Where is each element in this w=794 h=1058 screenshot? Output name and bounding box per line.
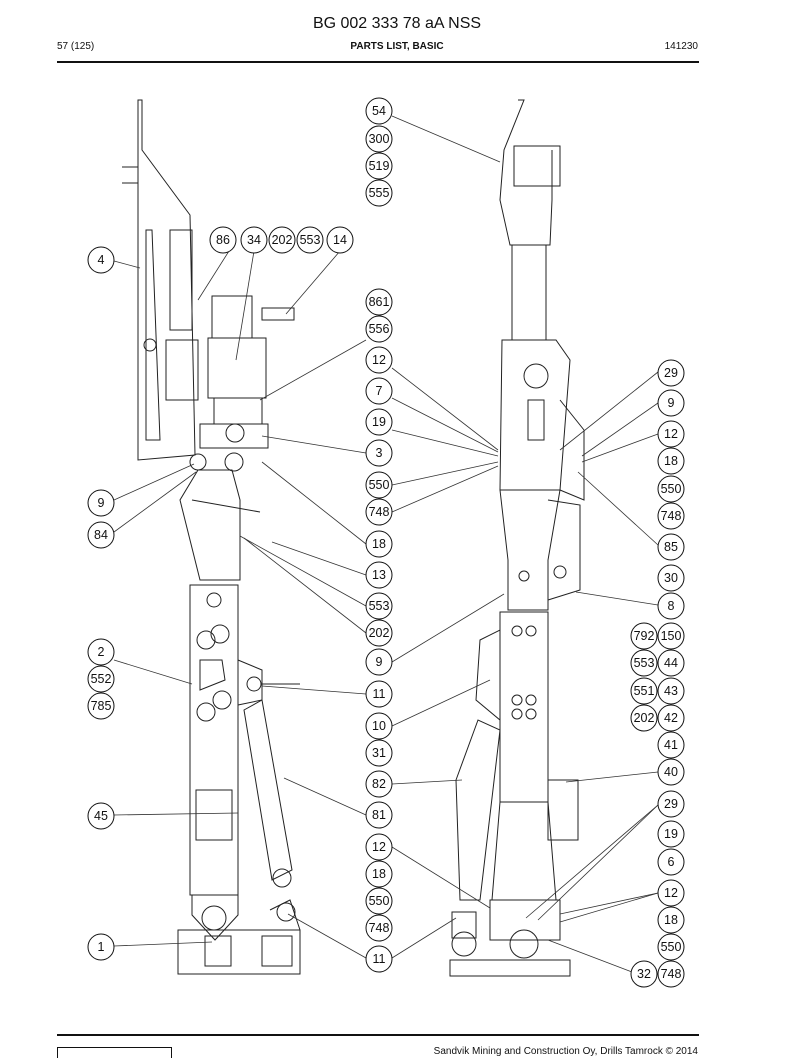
callout-label: 43 xyxy=(664,684,678,698)
callout-circles xyxy=(87,97,685,988)
callout-label: 519 xyxy=(369,159,390,173)
callout-label: 555 xyxy=(369,186,390,200)
callout-label: 14 xyxy=(333,233,347,247)
callout-label: 550 xyxy=(369,894,390,908)
callout-label: 550 xyxy=(661,482,682,496)
callout-label: 553 xyxy=(369,599,390,613)
callout-label: 34 xyxy=(247,233,261,247)
callout-label: 11 xyxy=(373,952,386,966)
callout-label: 85 xyxy=(664,540,678,554)
left-boom-assembly xyxy=(122,99,301,975)
callout-label: 3 xyxy=(376,446,383,460)
page-number: 57 (125) xyxy=(57,41,95,52)
callout-label: 2 xyxy=(98,645,105,659)
date-code: 141230 xyxy=(664,41,698,52)
callout-label: 29 xyxy=(664,366,678,380)
callout-label: 12 xyxy=(664,427,678,441)
callout-label: 552 xyxy=(91,672,112,686)
callout-label: 202 xyxy=(369,626,390,640)
section-title: PARTS LIST, BASIC xyxy=(350,41,444,52)
callout-label: 6 xyxy=(668,855,675,869)
callout-label: 9 xyxy=(98,496,105,510)
callout-label: 19 xyxy=(664,827,678,841)
callout-label: 30 xyxy=(664,571,678,585)
right-boom-assembly xyxy=(449,99,585,977)
callout-label: 300 xyxy=(369,132,390,146)
callout-label: 81 xyxy=(372,808,386,822)
callout-label: 18 xyxy=(664,454,678,468)
callout-label: 18 xyxy=(664,913,678,927)
callout-labels: 54 300 519 555 86 34 202 553 14 4 861 55… xyxy=(91,104,682,981)
callout-label: 41 xyxy=(664,738,678,752)
callout-label: 792 xyxy=(634,629,655,643)
callout-label: 32 xyxy=(637,967,651,981)
callout-label: 550 xyxy=(661,940,682,954)
callout-label: 12 xyxy=(372,840,386,854)
callout-label: 748 xyxy=(369,505,390,519)
callout-label: 9 xyxy=(668,396,675,410)
callout-label: 8 xyxy=(668,599,675,613)
callout-label: 82 xyxy=(372,777,386,791)
callout-label: 748 xyxy=(661,509,682,523)
callout-label: 54 xyxy=(372,104,386,118)
leader-lines xyxy=(113,115,659,973)
callout-label: 19 xyxy=(372,415,386,429)
callout-label: 785 xyxy=(91,699,112,713)
callout-label: 553 xyxy=(300,233,321,247)
callout-label: 748 xyxy=(369,921,390,935)
callout-label: 42 xyxy=(664,711,678,725)
callout-label: 4 xyxy=(98,253,105,267)
callout-label: 150 xyxy=(661,629,682,643)
footer-copyright: Sandvik Mining and Construction Oy, Dril… xyxy=(433,1046,698,1057)
callout-label: 84 xyxy=(94,528,108,542)
callout-label: 86 xyxy=(216,233,230,247)
callout-label: 556 xyxy=(369,322,390,336)
callout-label: 13 xyxy=(372,568,386,582)
callout-label: 18 xyxy=(372,537,386,551)
callout-label: 12 xyxy=(664,886,678,900)
callout-label: 1 xyxy=(98,940,105,954)
callout-label: 9 xyxy=(376,655,383,669)
callout-label: 12 xyxy=(372,353,386,367)
footer-rule xyxy=(57,1034,699,1036)
callout-label: 11 xyxy=(373,687,386,701)
header-rule xyxy=(57,61,699,63)
callout-label: 551 xyxy=(634,684,655,698)
callout-label: 553 xyxy=(634,656,655,670)
document-title: BG 002 333 78 aA NSS xyxy=(312,15,482,32)
callout-label: 45 xyxy=(94,809,108,823)
callout-label: 7 xyxy=(376,384,383,398)
callout-label: 550 xyxy=(369,478,390,492)
callout-label: 31 xyxy=(372,746,386,760)
callout-label: 40 xyxy=(664,765,678,779)
callout-label: 10 xyxy=(372,719,386,733)
callout-label: 18 xyxy=(372,867,386,881)
callout-label: 29 xyxy=(664,797,678,811)
callout-label: 861 xyxy=(369,295,390,309)
callout-label: 202 xyxy=(272,233,293,247)
callout-label: 748 xyxy=(661,967,682,981)
callout-label: 44 xyxy=(664,656,678,670)
callout-label: 202 xyxy=(634,711,655,725)
